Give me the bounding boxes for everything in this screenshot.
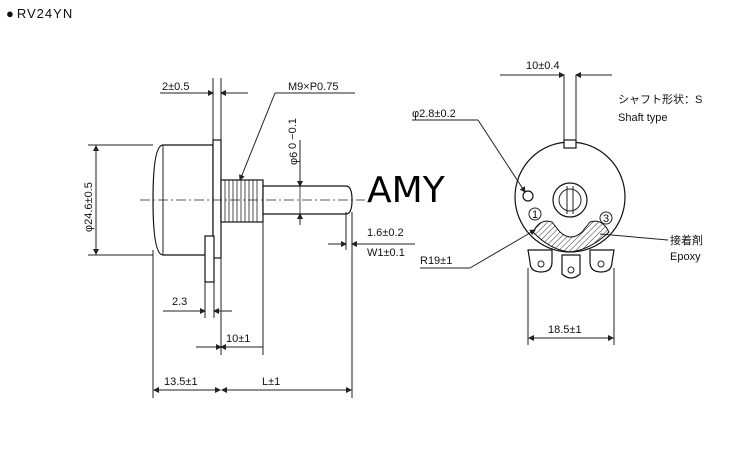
side-view: 2±0.5 M9×P0.75 φ6 0 −0.1 φ24.6±0.5 1.6±0…	[83, 78, 415, 398]
locating-hole	[522, 190, 534, 202]
shaft-type-en: Shaft type	[618, 112, 668, 124]
adhesive-en: Epoxy	[670, 251, 701, 263]
dim-bushing-len: 10±1	[226, 333, 250, 345]
dim-flange-thickness: 2±0.5	[162, 81, 189, 93]
dim-slot-depth: 1.6±0.2	[367, 227, 404, 239]
bullet-icon: ●	[6, 6, 15, 21]
dim-radius: R19±1	[420, 255, 452, 267]
shaft-end	[552, 182, 588, 218]
dim-hole: φ2.8±0.2	[412, 108, 456, 120]
front-view: 1 3 10±0.4 φ2.8±0.2 シャフト形状：S Shaft type …	[412, 60, 703, 345]
side-terminal	[204, 235, 215, 283]
epoxy-region	[532, 220, 610, 253]
terminal-number-3: 3	[603, 213, 609, 225]
dim-terminal-span: 18.5±1	[548, 324, 582, 336]
model-header: ●RV24YN	[6, 6, 73, 21]
dim-thread: M9×P0.75	[288, 81, 338, 93]
dim-body-dia: φ24.6±0.5	[83, 182, 95, 232]
model-name: RV24YN	[16, 6, 74, 21]
watermark-text: AMY	[367, 170, 446, 211]
dim-slot-width: W1±0.1	[367, 247, 405, 259]
terminal-number-1: 1	[532, 209, 538, 221]
dim-top-width: 10±0.4	[526, 60, 560, 72]
dim-shaft-len: L±1	[262, 376, 280, 388]
dim-terminal-offset: 2.3	[172, 296, 187, 308]
dim-shaft-tol: 0 −0.1	[287, 118, 299, 149]
dim-body-len: 13.5±1	[164, 376, 198, 388]
dim-shaft-dia: φ6	[288, 152, 300, 165]
shaft-type-jp: シャフト形状：S	[618, 92, 702, 106]
adhesive-jp: 接着剤	[670, 233, 703, 247]
